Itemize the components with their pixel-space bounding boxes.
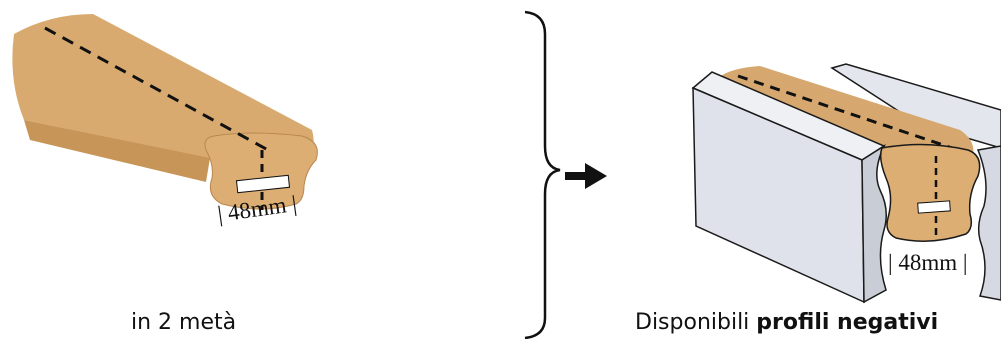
caption-right-normal: Disponibili bbox=[635, 310, 757, 335]
wood-profile-left bbox=[12, 14, 318, 210]
wood-profile-in-negative-molds bbox=[691, 63, 1001, 304]
caption-right: Disponibili profili negativi bbox=[635, 310, 938, 335]
dimension-label-right: | 48mm | bbox=[888, 250, 968, 275]
right-arrow-icon bbox=[565, 163, 607, 189]
caption-right-bold: profili negativi bbox=[756, 310, 939, 335]
caption-left: in 2 metà bbox=[131, 310, 237, 335]
right-curly-brace-icon bbox=[524, 10, 561, 339]
